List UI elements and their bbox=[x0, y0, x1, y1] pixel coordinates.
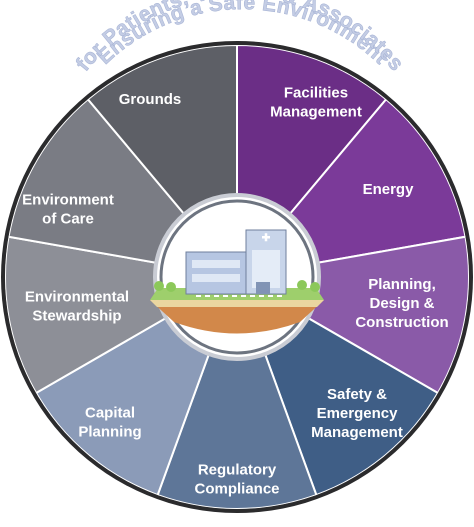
segment-label-line: Management bbox=[270, 104, 362, 121]
center-hub bbox=[150, 193, 324, 361]
segment-4 bbox=[156, 274, 318, 509]
segment-label-line: Environment bbox=[22, 192, 114, 209]
segment-label-8: Grounds bbox=[119, 91, 182, 108]
segment-label-line: Regulatory bbox=[198, 462, 277, 479]
segment-label-line: Energy bbox=[363, 181, 415, 198]
segment-label-line: Construction bbox=[355, 314, 448, 331]
segment-label-line: Emergency bbox=[317, 405, 399, 422]
segment-label-line: Planning bbox=[78, 424, 141, 441]
segment-label-line: Planning, bbox=[368, 276, 436, 293]
segment-label-line: Management bbox=[311, 424, 403, 441]
segment-label-line: Grounds bbox=[119, 91, 182, 108]
segment-label-line: Facilities bbox=[284, 85, 348, 102]
segment-label-line: Stewardship bbox=[32, 308, 121, 325]
segment-label-line: Safety & bbox=[327, 386, 387, 403]
hospital-building-icon bbox=[150, 229, 324, 334]
segment-label-7: Environment of Care bbox=[22, 192, 114, 228]
segment-label-line: Design & bbox=[369, 295, 434, 312]
segment-label-line: Environmental bbox=[25, 289, 129, 306]
segment-label-1: Energy bbox=[363, 181, 415, 198]
segment-label-line: of Care bbox=[42, 211, 94, 228]
segment-label-2: Planning, Design & Construction bbox=[355, 276, 448, 331]
segment-label-line: Capital bbox=[85, 405, 135, 422]
segment-label-line: Compliance bbox=[194, 481, 279, 498]
